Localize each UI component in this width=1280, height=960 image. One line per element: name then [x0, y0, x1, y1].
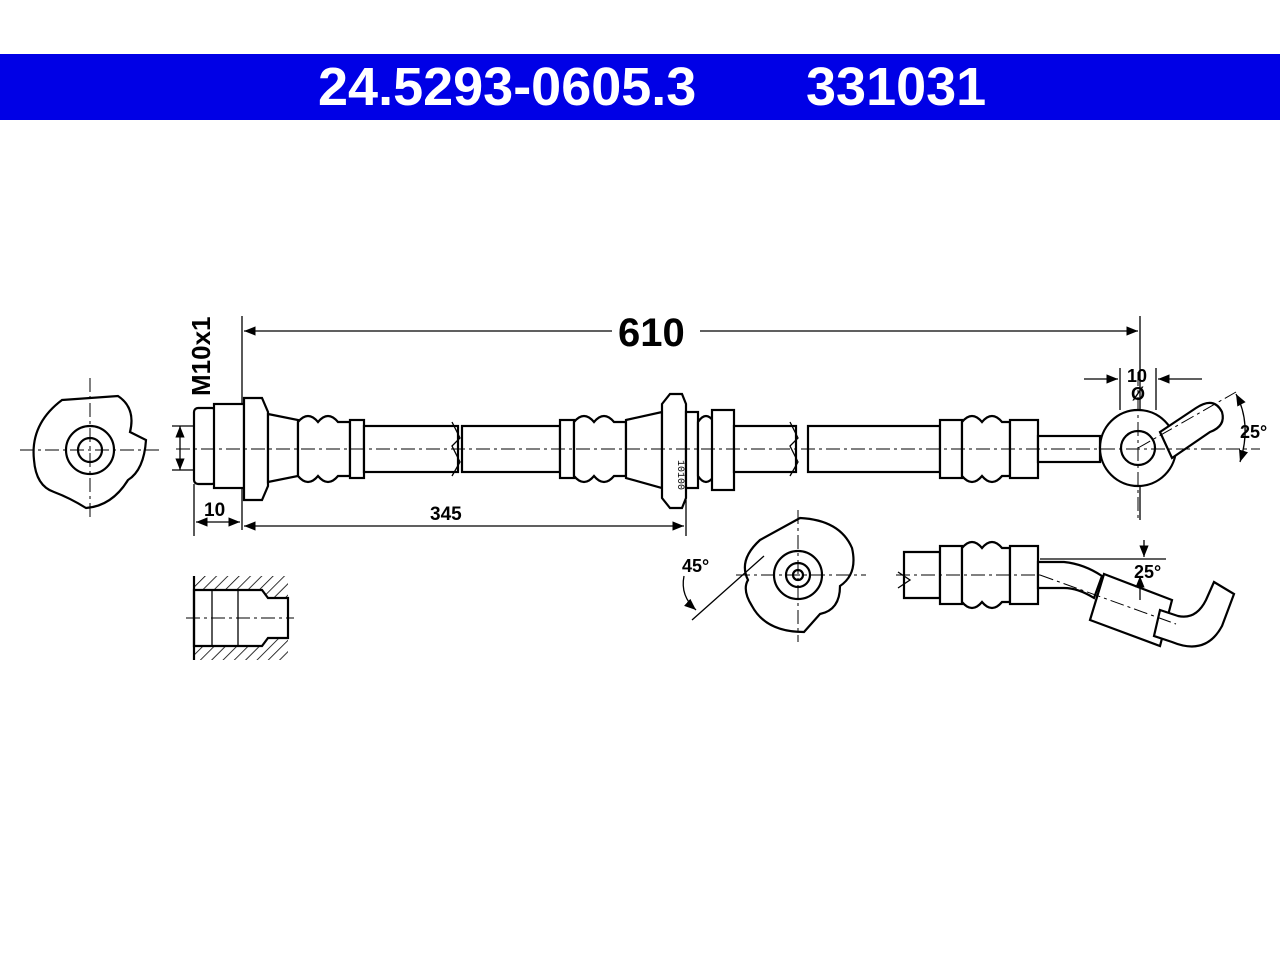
bend-angle-value: 25° — [1134, 562, 1161, 582]
alt-part-number: 331031 — [806, 57, 987, 117]
part-number: 24.5293-0605.3 — [318, 57, 697, 117]
eye-angle: 25° — [1235, 393, 1267, 463]
bracket-end-view: 45° — [682, 510, 866, 642]
bracket-angle-value: 45° — [682, 556, 709, 576]
eye-dimension: 10 Ø — [1084, 366, 1202, 410]
diameter-symbol: Ø — [1131, 384, 1145, 404]
eye-angle-value: 25° — [1240, 422, 1267, 442]
bracket-position-dimension: 345 — [244, 500, 687, 536]
eye-diameter-value: 10 — [1127, 366, 1147, 386]
end-view-left — [20, 378, 160, 520]
bracket-marking: 10100 — [674, 460, 685, 490]
length-value: 610 — [618, 311, 685, 355]
section-view — [186, 576, 294, 660]
thread-length-value: 10 — [204, 500, 225, 521]
thread-length-dimension: 10 — [193, 484, 240, 536]
bracket-position-value: 345 — [430, 504, 462, 525]
side-view-bend: 25° — [896, 540, 1236, 648]
thread-label: M10x1 — [186, 317, 216, 397]
title-bar: 24.5293-0605.3 331031 — [0, 54, 1280, 120]
brake-hose — [176, 372, 1260, 520]
